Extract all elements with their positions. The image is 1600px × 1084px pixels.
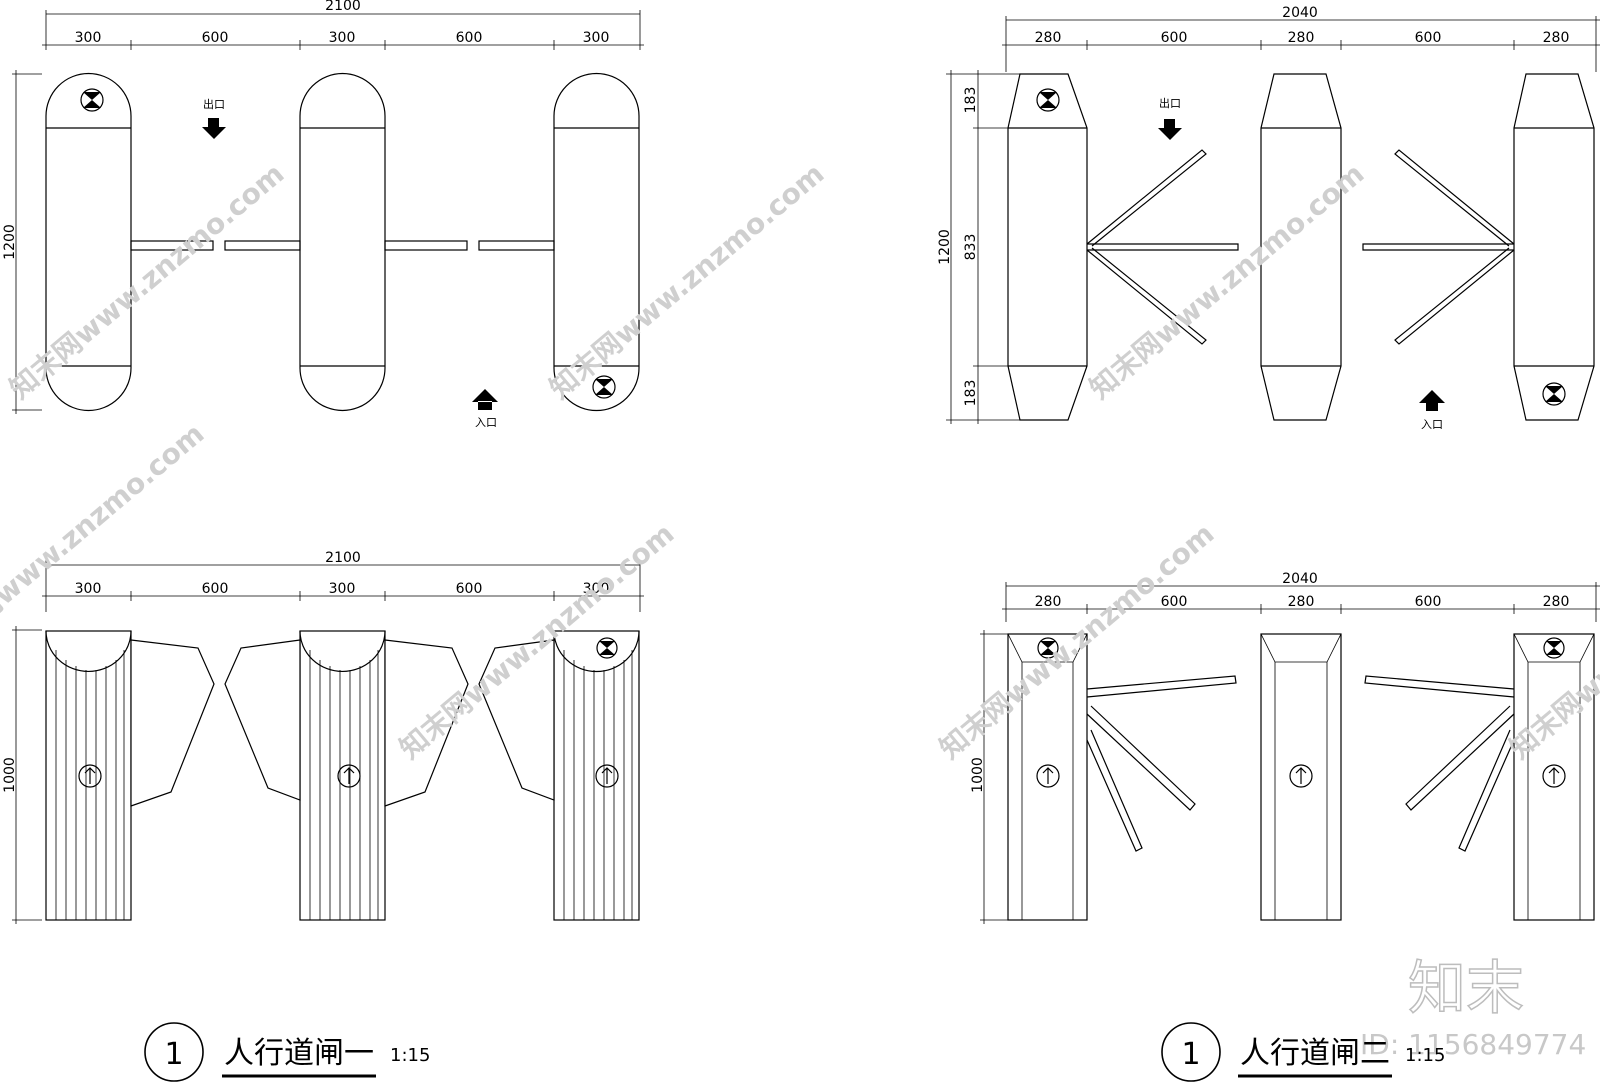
gate2-scale: 1:15 <box>1405 1045 1445 1066</box>
gate1-plan-seg-5: 300 <box>583 30 610 46</box>
gate2-plan-seg-5: 280 <box>1543 30 1570 46</box>
gate2-elevation: 2040 280 600 280 600 280 1000 <box>970 571 1600 924</box>
gate1-elev-seg-2: 600 <box>202 581 229 597</box>
gate1-plan-depth: 1200 <box>2 224 18 260</box>
gate1-elev-seg-5: 300 <box>583 581 610 597</box>
reader-icon <box>1036 88 1060 112</box>
gate1-elevation: 2100 300 600 300 600 300 1000 <box>2 550 644 924</box>
gate2-plan: 2040 280 600 280 600 280 1200 183 833 18… <box>937 5 1600 431</box>
gate1-exit-label: 出口 <box>203 97 225 111</box>
up-arrow-icon <box>78 764 102 788</box>
gate1-plan-seg-2: 600 <box>202 30 229 46</box>
gate1-title: 人行道闸一 <box>224 1036 374 1071</box>
gate2-exit-label: 出口 <box>1159 96 1181 110</box>
gate2-plan-depth: 1200 <box>937 229 953 265</box>
gate1-plan-seg-4: 600 <box>456 30 483 46</box>
gate2-title: 人行道闸二 <box>1240 1036 1390 1071</box>
gate1-title-block: 1 人行道闸一 1:15 <box>144 1022 430 1082</box>
gate1-drawing-number: 1 <box>164 1037 183 1072</box>
gate1-elev-seg-1: 300 <box>75 581 102 597</box>
gate2-elev-height: 1000 <box>970 757 986 793</box>
reader-icon <box>1037 637 1059 659</box>
gate2-plan-seg-4: 600 <box>1415 30 1442 46</box>
gate1-elev-seg-3: 300 <box>329 581 356 597</box>
watermark-brand: 知末 <box>1408 954 1524 1022</box>
down-arrow-icon <box>1158 119 1182 140</box>
up-arrow-icon <box>595 764 619 788</box>
watermark-text: 知末网www.znzmo.com <box>933 517 1220 765</box>
gate2-plan-depth-top: 183 <box>963 87 979 114</box>
up-arrow-icon <box>1542 764 1566 788</box>
reader-icon <box>1542 382 1566 406</box>
gate1-entry-label: 入口 <box>475 416 497 429</box>
watermark-text: 知末网www.znzmo.com <box>543 157 830 405</box>
gate2-elev-seg-1: 280 <box>1035 594 1062 610</box>
gate1-scale: 1:15 <box>390 1045 430 1066</box>
gate2-elev-seg-2: 600 <box>1161 594 1188 610</box>
gate2-title-block: 1 人行道闸二 1:15 <box>1161 1022 1445 1082</box>
gate2-drawing-number: 1 <box>1181 1037 1200 1072</box>
up-arrow-icon <box>1036 764 1060 788</box>
gate1-plan-seg-1: 300 <box>75 30 102 46</box>
up-arrow-icon <box>472 389 498 410</box>
gate2-plan-seg-3: 280 <box>1288 30 1315 46</box>
up-arrow-icon <box>1289 764 1313 788</box>
reader-icon <box>80 88 104 112</box>
reader-icon <box>1543 637 1565 659</box>
gate1-elev-total-width: 2100 <box>325 550 361 566</box>
gate2-plan-seg-1: 280 <box>1035 30 1062 46</box>
watermark-text: 知末网www.znzmo.com <box>0 417 210 665</box>
watermark-text: 知末网www.znzmo.com <box>1083 157 1370 405</box>
gate2-elev-seg-5: 280 <box>1543 594 1570 610</box>
gate1-elev-height: 1000 <box>2 757 18 793</box>
gate1-plan-total-width: 2100 <box>325 0 361 14</box>
up-arrow-icon <box>337 764 361 788</box>
up-arrow-icon <box>1419 390 1445 411</box>
watermark-id: ID: 1156849774 <box>1360 1028 1586 1061</box>
down-arrow-icon <box>202 118 226 139</box>
gate2-plan-depth-bottom: 183 <box>963 380 979 407</box>
gate2-plan-depth-mid: 833 <box>963 234 979 261</box>
gate2-plan-seg-2: 600 <box>1161 30 1188 46</box>
gate1-elev-seg-4: 600 <box>456 581 483 597</box>
gate1-plan-seg-3: 300 <box>329 30 356 46</box>
gate2-elev-seg-4: 600 <box>1415 594 1442 610</box>
gate2-entry-label: 入口 <box>1421 418 1443 431</box>
gate1-plan: 2100 300 600 300 600 300 1200 <box>2 0 644 429</box>
gate2-elev-total-width: 2040 <box>1282 571 1318 587</box>
gate2-elev-seg-3: 280 <box>1288 594 1315 610</box>
reader-icon <box>592 375 616 399</box>
reader-icon <box>596 637 618 659</box>
gate2-plan-total-width: 2040 <box>1282 5 1318 21</box>
